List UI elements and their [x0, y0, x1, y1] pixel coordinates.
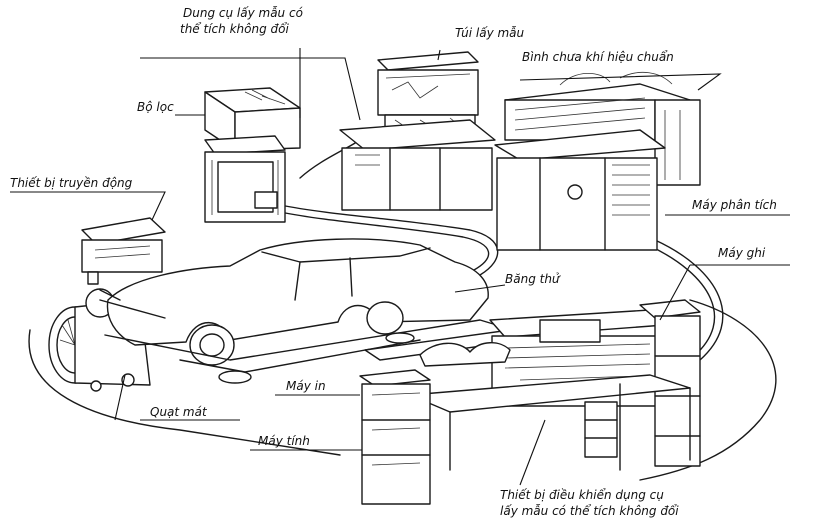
test-bench: [104, 319, 501, 361]
leader-filter-top: [140, 57, 361, 121]
label-cvs-sampler-2: thể tích không đổi: [180, 22, 289, 36]
label-cvs-sampler-1: Dung cụ lấy mẫu có: [183, 6, 303, 20]
sample-bag-rack: [339, 51, 496, 211]
analyzer-cable: [654, 239, 724, 369]
label-sample-bag: Túi lấy mẫu: [455, 26, 525, 40]
floor-outline: [28, 329, 341, 456]
label-recorder: Máy ghi: [718, 246, 766, 260]
filter-unit: [204, 87, 301, 223]
roller: [218, 370, 252, 384]
floor-outline-right: [639, 299, 777, 481]
leader-sample-bag: [437, 49, 441, 61]
analyzer-cable-2: [647, 244, 716, 357]
label-transmission: Thiết bị truyền động: [10, 176, 133, 190]
label-test-bench: Băng thử: [505, 272, 560, 286]
leader-calibration: [519, 73, 722, 91]
leader-controller: [519, 419, 546, 486]
leader-bench: [454, 284, 506, 293]
roller-rear: [385, 332, 415, 344]
label-calibration-gas: Bình chưa khí hiệu chuẩn: [522, 50, 674, 64]
transmission-unit: [81, 217, 166, 285]
analyzer-unit: [494, 71, 701, 251]
label-printer: Máy in: [286, 379, 326, 393]
label-analyzer: Máy phân tích: [692, 198, 777, 212]
leader-recorder: [659, 264, 790, 321]
label-cooling-fan: Quạt mát: [150, 405, 207, 419]
test-car: [99, 238, 489, 366]
leader-fan: [114, 374, 240, 421]
label-filter: Bộ lọc: [137, 100, 174, 114]
control-console: [359, 299, 701, 505]
leader-transmission: [10, 191, 166, 221]
label-cvs-controller-1: Thiết bị điều khiển dụng cụ: [500, 488, 664, 502]
label-computer: Máy tính: [258, 434, 310, 448]
label-cvs-controller-2: lấy mẫu có thể tích không đổi: [500, 504, 679, 518]
